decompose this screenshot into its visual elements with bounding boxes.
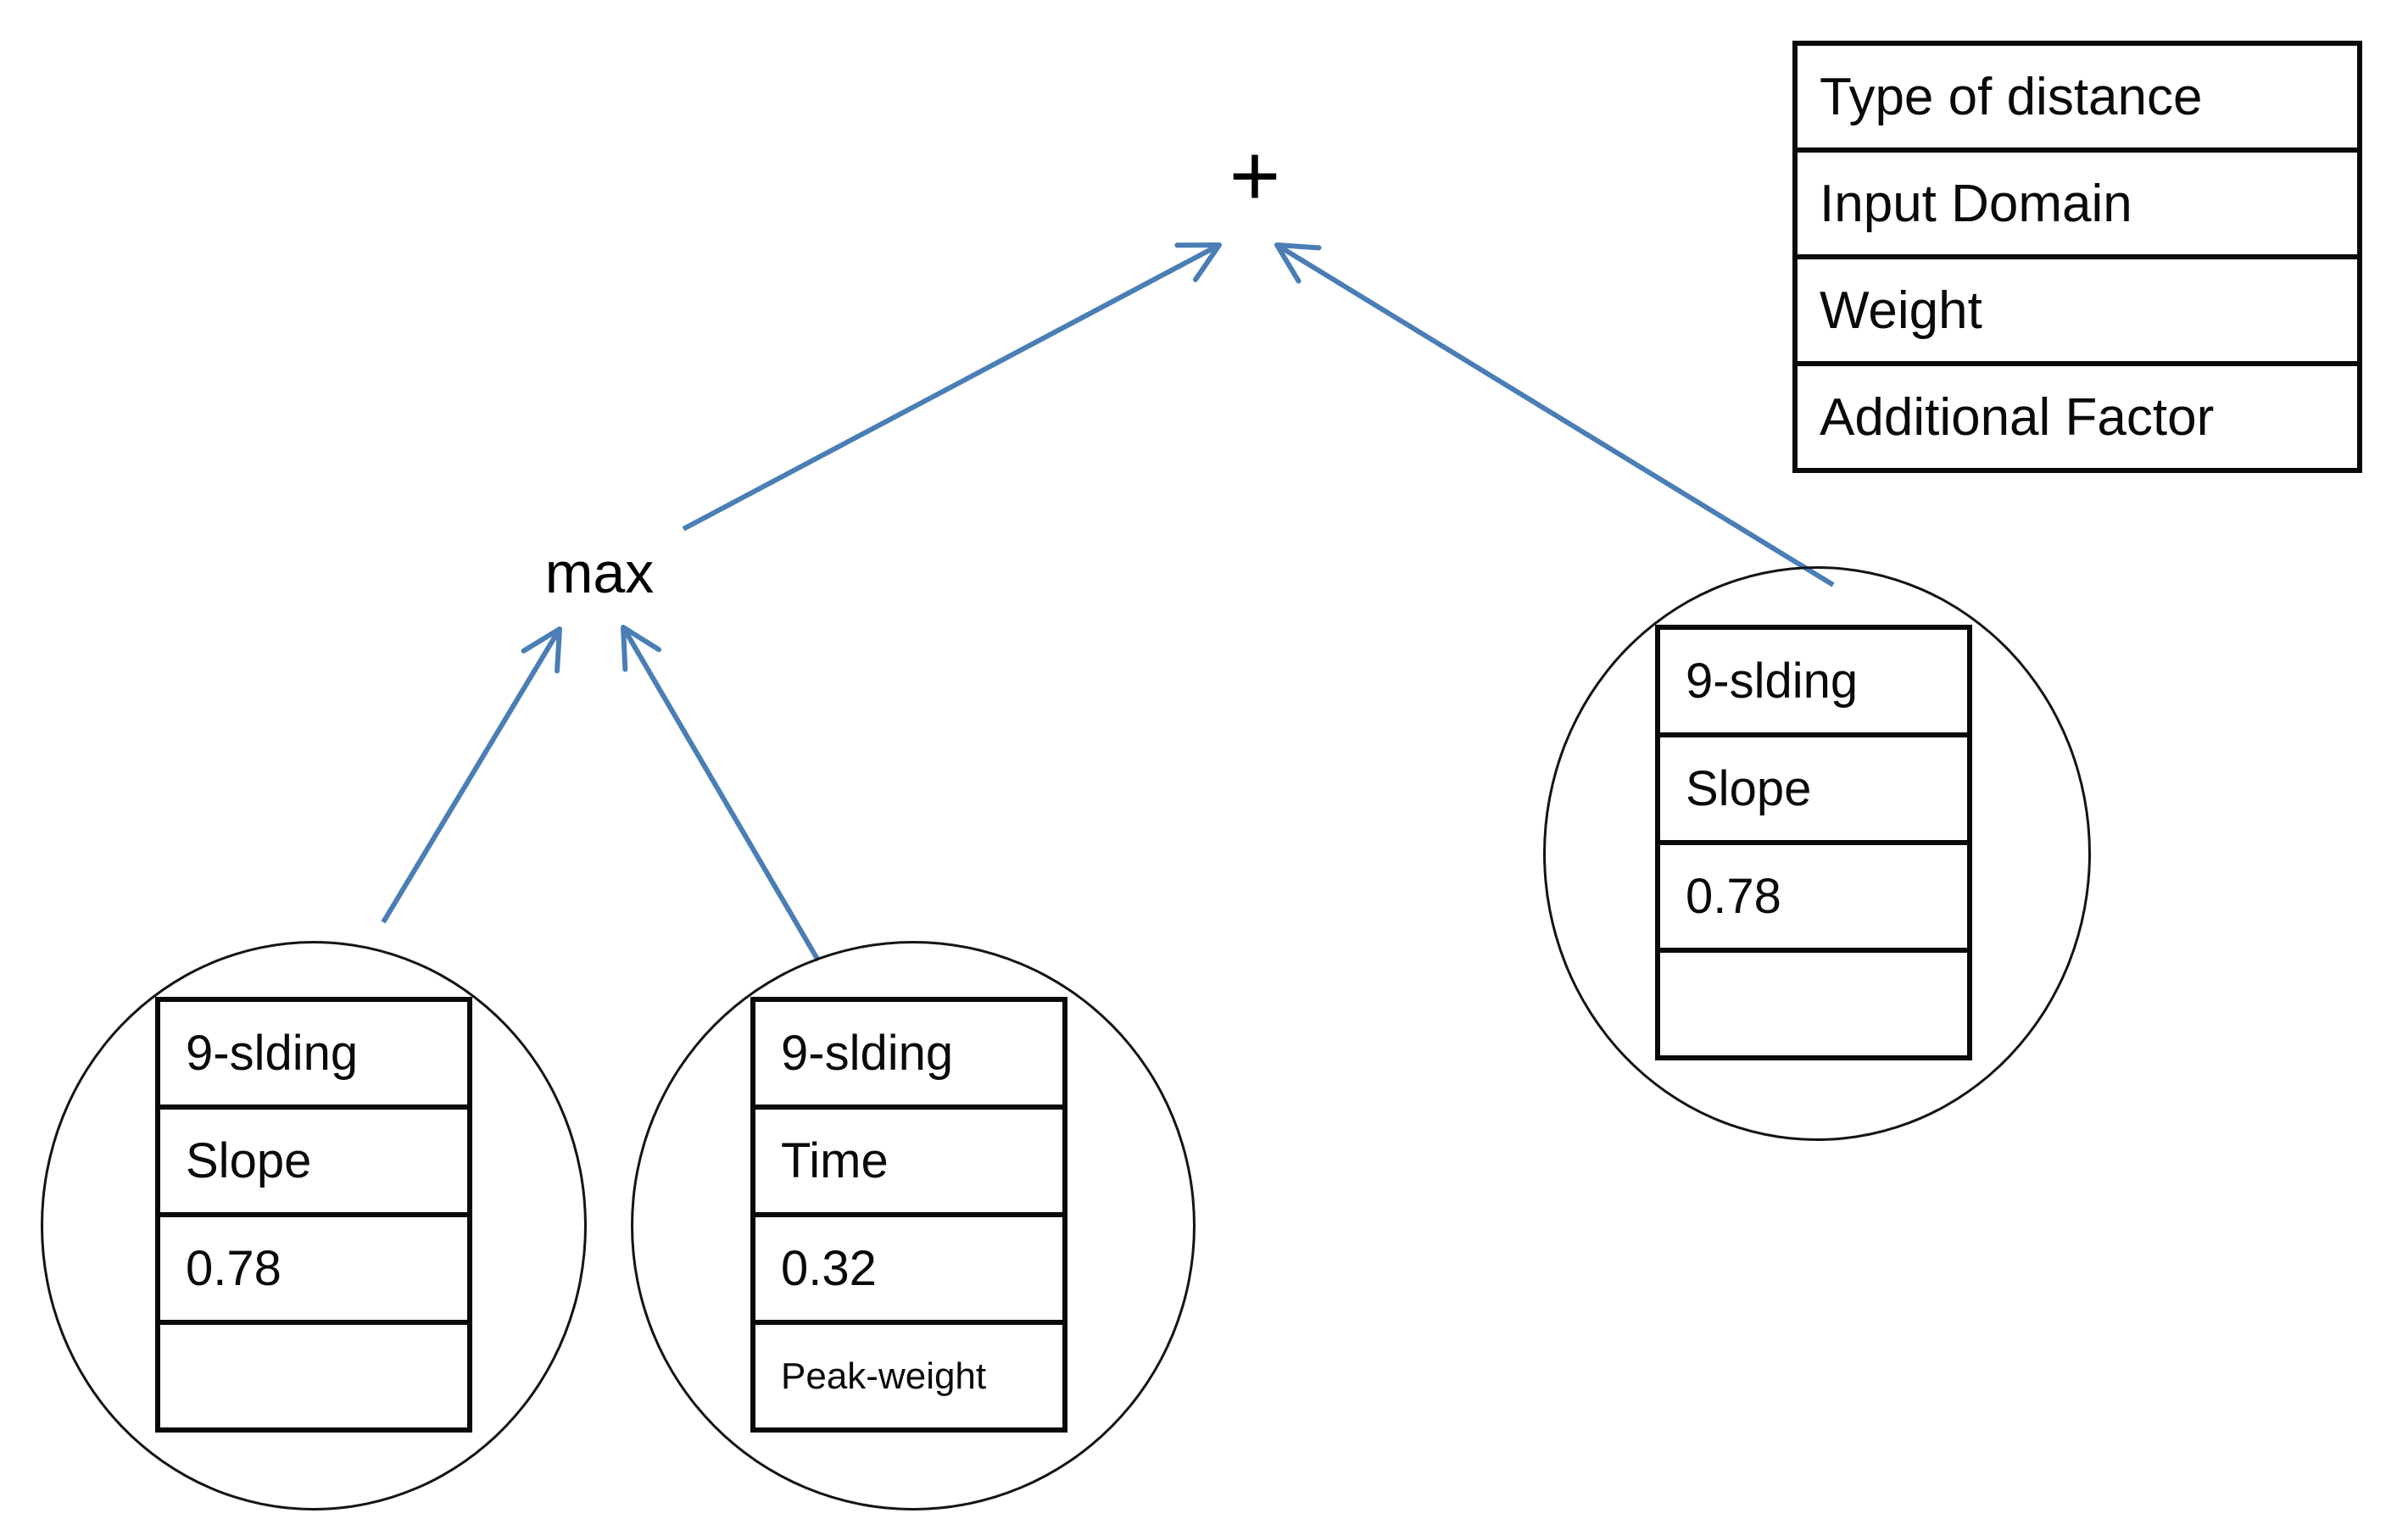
- edge-max-to-plus: [682, 242, 1222, 531]
- node-bottom-middle-circle: [631, 941, 1196, 1511]
- node-right-table: 9-slding Slope 0.78: [1655, 625, 1972, 1060]
- plus-operator-label: +: [1229, 126, 1281, 225]
- cell-additional-factor: [160, 1325, 467, 1427]
- edge-right-to-plus: [1274, 242, 1835, 587]
- legend-row-type-of-distance: Type of distance: [1798, 46, 2357, 153]
- max-operator-label: max: [544, 541, 655, 605]
- cell-input-domain: Time: [755, 1110, 1062, 1217]
- legend-table: Type of distance Input Domain Weight Add…: [1792, 41, 2362, 473]
- cell-type-of-distance: 9-slding: [755, 1002, 1062, 1110]
- edge-bottom-left-to-max: [381, 626, 562, 924]
- legend-row-weight: Weight: [1798, 259, 2357, 366]
- cell-weight: 0.32: [755, 1217, 1062, 1325]
- node-bottom-left-table: 9-slding Slope 0.78: [155, 997, 472, 1433]
- cell-input-domain: Slope: [160, 1110, 467, 1217]
- node-bottom-middle-table: 9-slding Time 0.32 Peak-weight: [750, 997, 1067, 1433]
- cell-weight: 0.78: [1660, 845, 1967, 953]
- cell-type-of-distance: 9-slding: [1660, 630, 1967, 737]
- legend-row-additional-factor: Additional Factor: [1820, 387, 2215, 447]
- edge-bottom-middle-to-max: [621, 625, 821, 962]
- node-right-circle: [1543, 566, 2091, 1141]
- cell-weight: 0.78: [160, 1217, 467, 1325]
- cell-additional-factor: [1660, 953, 1967, 1055]
- cell-additional-factor: Peak-weight: [781, 1355, 987, 1397]
- cell-input-domain: Slope: [1660, 737, 1967, 845]
- legend-row-input-domain: Input Domain: [1798, 153, 2357, 259]
- node-bottom-left-circle: [41, 941, 587, 1511]
- cell-type-of-distance: 9-slding: [160, 1002, 467, 1110]
